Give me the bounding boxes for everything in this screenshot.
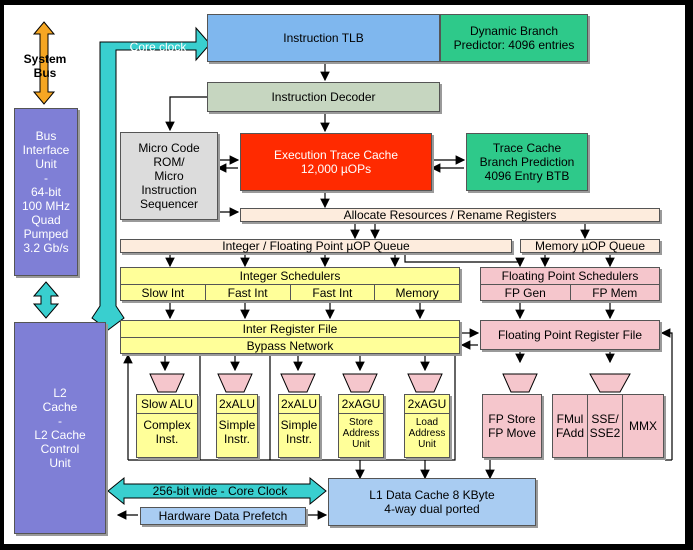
memory-uop-queue: Memory µOP Queue bbox=[520, 239, 660, 253]
sched-fast-int: Fast Int bbox=[206, 285, 291, 301]
core-clock-top-label: 256-bit wide Core clock bbox=[125, 26, 191, 54]
arrow-decoder-microcode bbox=[165, 96, 207, 132]
funnel-fp-exec bbox=[589, 373, 631, 393]
agu-load-label: 2xAGU bbox=[405, 395, 449, 414]
agu-load-body: Load Address Unit bbox=[408, 417, 446, 450]
inter-register-label: Inter Register File bbox=[242, 322, 338, 336]
hardware-data-prefetch: Hardware Data Prefetch bbox=[140, 507, 306, 525]
memory-queue-label: Memory µOP Queue bbox=[534, 239, 646, 253]
agu-store-label: 2xAGU bbox=[339, 395, 383, 414]
int-fp-queue-label: Integer / Floating Point µOP Queue bbox=[222, 239, 410, 253]
inter-register-file: Inter Register File Bypass Network bbox=[120, 320, 460, 354]
l2-l1-arrow bbox=[107, 476, 327, 506]
agu-load-unit: 2xAGU Load Address Unit bbox=[404, 394, 450, 458]
fp-schedulers-label: Floating Point Schedulers bbox=[501, 269, 639, 283]
sched-fast-int-2: Fast Int bbox=[291, 285, 376, 301]
instruction-decoder: Instruction Decoder bbox=[207, 82, 440, 112]
execution-trace-cache: Execution Trace Cache 12,000 µOPs bbox=[240, 133, 432, 191]
allocate-label: Allocate Resources / Rename Registers bbox=[343, 208, 557, 222]
line-return-bus bbox=[128, 355, 456, 461]
fp-store-unit: FP Store FP Move bbox=[482, 394, 542, 458]
sched-fp-mem: FP Mem bbox=[592, 286, 638, 300]
trace-cache-label: Execution Trace Cache 12,000 µOPs bbox=[273, 148, 399, 176]
integer-schedulers-label: Integer Schedulers bbox=[239, 269, 341, 283]
fp-register-label: Floating Point Register File bbox=[497, 328, 643, 342]
arrow-q-fpgen bbox=[404, 253, 525, 268]
funnel-agu2 bbox=[407, 373, 443, 393]
fp-store-label: FP Store FP Move bbox=[488, 412, 536, 440]
arrow-fpexec-return bbox=[660, 328, 673, 460]
alu-1-body: Simple Instr. bbox=[218, 418, 256, 446]
slow-alu-unit: Slow ALU Complex Inst. bbox=[136, 394, 198, 458]
funnel-slow-alu bbox=[149, 373, 185, 393]
dynamic-branch-label: Dynamic Branch Predictor: 4096 entries bbox=[453, 24, 575, 52]
alu-2-body: Simple Instr. bbox=[280, 418, 318, 446]
prefetch-label: Hardware Data Prefetch bbox=[158, 509, 288, 523]
alu-1-label: 2xALU bbox=[217, 395, 257, 414]
instruction-decoder-label: Instruction Decoder bbox=[271, 90, 376, 104]
bus-interface-unit: Bus Interface Unit - 64-bit 100 MHz Quad… bbox=[14, 108, 78, 276]
l2-tlb-arrow bbox=[91, 26, 211, 331]
allocate-rename: Allocate Resources / Rename Registers bbox=[240, 208, 660, 222]
trace-cache-branch-prediction: Trace Cache Branch Prediction 4096 Entry… bbox=[466, 133, 588, 191]
sse-sse2: SSE/ SSE2 bbox=[588, 395, 623, 457]
integer-schedulers: Integer Schedulers Slow Int Fast Int Fas… bbox=[120, 267, 460, 301]
slow-alu-label: Slow ALU bbox=[137, 395, 197, 414]
alu-unit-2: 2xALU Simple Instr. bbox=[278, 394, 320, 458]
alu-2-label: 2xALU bbox=[279, 395, 319, 414]
sched-fp-gen: FP Gen bbox=[481, 285, 571, 301]
fp-register-file: Floating Point Register File bbox=[480, 320, 660, 350]
fp-schedulers: Floating Point Schedulers FP Gen FP Mem bbox=[480, 267, 660, 301]
sched-slow-int: Slow Int bbox=[121, 285, 206, 301]
l1-data-cache: L1 Data Cache 8 KByte 4-way dual ported bbox=[328, 478, 536, 526]
agu-store-body: Store Address Unit bbox=[342, 417, 380, 450]
dynamic-branch-predictor: Dynamic Branch Predictor: 4096 entries bbox=[440, 14, 588, 62]
core-clock-bottom-label: 256-bit wide - Core Clock bbox=[152, 484, 288, 498]
bypass-network: Bypass Network bbox=[121, 337, 459, 354]
fmul-fadd: FMul FAdd bbox=[553, 395, 588, 457]
alu-unit-1: 2xALU Simple Instr. bbox=[216, 394, 258, 458]
mmx: MMX bbox=[629, 419, 657, 433]
system-bus-label: System Bus bbox=[23, 52, 67, 80]
funnel-alu2 bbox=[280, 373, 316, 393]
microcode-rom: Micro Code ROM/ Micro Instruction Sequen… bbox=[120, 132, 218, 220]
microcode-label: Micro Code ROM/ Micro Instruction Sequen… bbox=[138, 141, 200, 211]
instruction-tlb-label: Instruction TLB bbox=[283, 31, 364, 45]
int-fp-uop-queue: Integer / Floating Point µOP Queue bbox=[120, 239, 512, 253]
l2-cache-unit: L2 Cache - L2 Cache Control Unit bbox=[14, 322, 106, 534]
instruction-tlb: Instruction TLB bbox=[207, 14, 440, 62]
l1-label: L1 Data Cache 8 KByte 4-way dual ported bbox=[369, 488, 495, 516]
l2-cache-label: L2 Cache - L2 Cache Control Unit bbox=[34, 386, 86, 470]
slow-alu-body: Complex Inst. bbox=[143, 418, 191, 446]
agu-store-unit: 2xAGU Store Address Unit bbox=[338, 394, 384, 458]
funnel-fp-store bbox=[502, 373, 538, 393]
bus-interface-label: Bus Interface Unit - 64-bit 100 MHz Quad… bbox=[21, 129, 71, 255]
funnel-agu1 bbox=[342, 373, 378, 393]
trace-branch-label: Trace Cache Branch Prediction 4096 Entry… bbox=[479, 141, 575, 183]
bus-l2-arrow bbox=[32, 281, 60, 319]
sched-memory: Memory bbox=[395, 286, 439, 300]
funnel-alu1 bbox=[217, 373, 253, 393]
system-bus-arrow bbox=[32, 21, 56, 105]
fp-exec-group: FMul FAdd SSE/ SSE2 MMX bbox=[552, 394, 664, 458]
